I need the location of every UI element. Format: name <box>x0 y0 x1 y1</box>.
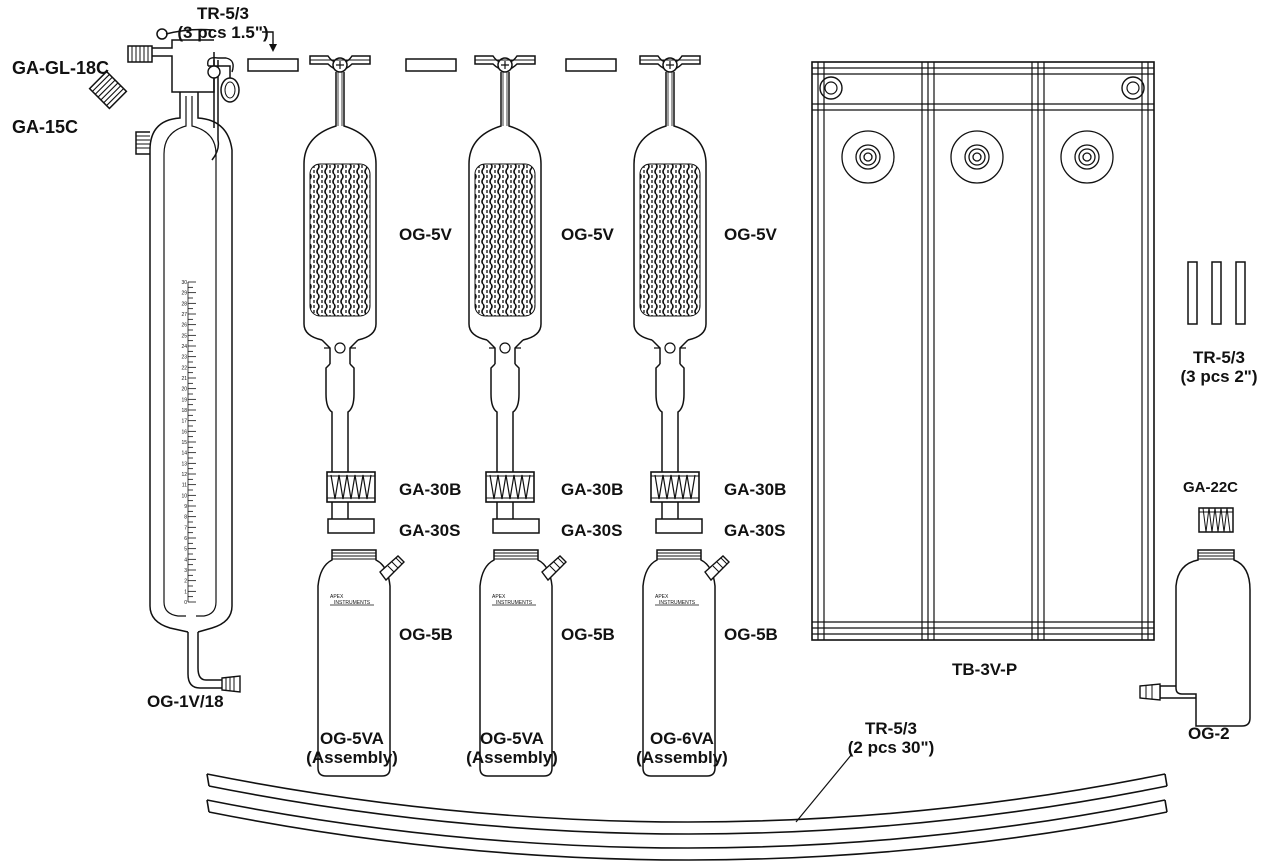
ga-gl-18c-label: GA-GL-18C <box>12 58 110 78</box>
assembly-note: (Assembly) <box>636 748 728 767</box>
og-2-bottle <box>1139 549 1251 727</box>
pointer-arrow <box>262 31 274 48</box>
og-5v-label: OG-5V <box>561 225 614 244</box>
ga-30s-label: GA-30S <box>561 521 623 540</box>
tr-30in-label: TR-5/3 (2 pcs 30") <box>836 719 946 757</box>
og-2-label: OG-2 <box>1188 724 1230 743</box>
scale-number: 12 <box>181 472 187 478</box>
logo-text: INSTRUMENTS <box>334 600 371 606</box>
og-5v-impinger <box>633 55 707 527</box>
scale-number: 6 <box>184 536 187 542</box>
og-5v-label: OG-5V <box>724 225 777 244</box>
scale-number: 8 <box>184 515 187 521</box>
scale-number: 28 <box>181 301 187 307</box>
scale-number: 20 <box>181 387 187 393</box>
scale-number: 27 <box>181 312 187 318</box>
scale-number: 1 <box>184 589 187 595</box>
assembly-label: OG-5VA (Assembly) <box>292 729 412 767</box>
ga-30s-seal <box>492 518 540 534</box>
scale-number: 21 <box>181 376 187 382</box>
og-1v-18-label: OG-1V/18 <box>147 692 224 711</box>
logo-text: INSTRUMENTS <box>659 600 696 606</box>
logo-text: APEX <box>330 594 344 600</box>
og-5b-label: OG-5B <box>724 625 778 644</box>
scale-number: 30 <box>181 280 187 286</box>
tr-1-5-label: TR-5/3 (3 pcs 1.5") <box>168 4 278 42</box>
ga-22c-label: GA-22C <box>1183 479 1239 496</box>
ga-30b-label: GA-30B <box>724 480 787 499</box>
tubing-1-5in <box>247 58 617 72</box>
og-5v-label: OG-5V <box>399 225 452 244</box>
tr-30in-part: TR-5/3 <box>865 719 917 738</box>
tr-30in-qty: (2 pcs 30") <box>847 738 935 757</box>
ga-30s-label: GA-30S <box>724 521 786 540</box>
scale-number: 4 <box>184 557 187 563</box>
buret-scale: 0123456789101112131415161718192021222324… <box>181 280 196 606</box>
assembly-note: (Assembly) <box>466 748 558 767</box>
assembly-part: OG-5VA <box>320 729 384 748</box>
ga-30s-label: GA-30S <box>399 521 461 540</box>
scale-number: 14 <box>181 451 187 457</box>
scale-number: 25 <box>181 333 187 339</box>
logo-text: INSTRUMENTS <box>496 600 533 606</box>
ga-30s-seal <box>327 518 375 534</box>
ga-15c-label: GA-15C <box>12 117 79 137</box>
scale-number: 15 <box>181 440 187 446</box>
tr-2in-part: TR-5/3 <box>1193 348 1245 367</box>
ga-30b-cap <box>485 471 535 503</box>
logo-text: APEX <box>492 594 506 600</box>
tubing-30in <box>206 773 1168 861</box>
tb-3v-p-label: TB-3V-P <box>952 660 1018 679</box>
logo-text: APEX <box>655 594 669 600</box>
scale-number: 24 <box>181 344 187 350</box>
tb-3v-p-frame <box>811 61 1155 641</box>
og-5b-label: OG-5B <box>561 625 615 644</box>
scale-number: 2 <box>184 579 187 585</box>
scale-number: 9 <box>184 504 187 510</box>
ga-30b-label: GA-30B <box>399 480 462 499</box>
scale-number: 3 <box>184 568 187 574</box>
tr-2in-label: TR-5/3 (3 pcs 2") <box>1166 348 1272 386</box>
scale-number: 5 <box>184 547 187 553</box>
tr-1-5-qty: (3 pcs 1.5") <box>177 23 269 42</box>
scale-number: 19 <box>181 397 187 403</box>
scale-number: 0 <box>184 600 187 606</box>
assembly-note: (Assembly) <box>306 748 398 767</box>
tubing-2in <box>1187 261 1246 325</box>
ga-30b-label: GA-30B <box>561 480 624 499</box>
ga-30s-seal <box>655 518 703 534</box>
ga-30b-cap <box>650 471 700 503</box>
scale-number: 16 <box>181 429 187 435</box>
ga-30b-cap <box>326 471 376 503</box>
assembly-part: OG-6VA <box>650 729 714 748</box>
scale-number: 10 <box>181 493 187 499</box>
scale-number: 23 <box>181 355 187 361</box>
scale-number: 26 <box>181 323 187 329</box>
scale-number: 17 <box>181 419 187 425</box>
scale-number: 29 <box>181 291 187 297</box>
scale-number: 13 <box>181 461 187 467</box>
ga-15c-cap <box>88 70 128 110</box>
leader-line <box>795 753 853 823</box>
ga-22c-cap <box>1198 507 1234 533</box>
og-5v-impinger <box>303 55 377 527</box>
og-1v-18-buret: 0123456789101112131415161718192021222324… <box>127 28 241 693</box>
scale-number: 7 <box>184 525 187 531</box>
tr-2in-qty: (3 pcs 2") <box>1180 367 1258 386</box>
assembly-part: OG-5VA <box>480 729 544 748</box>
tr-1-5-part: TR-5/3 <box>197 4 249 23</box>
scale-number: 18 <box>181 408 187 414</box>
assembly-label: OG-6VA (Assembly) <box>622 729 742 767</box>
scale-number: 11 <box>182 483 187 489</box>
og-5b-label: OG-5B <box>399 625 453 644</box>
scale-number: 22 <box>181 365 187 371</box>
assembly-label: OG-5VA (Assembly) <box>452 729 572 767</box>
og-5v-impinger <box>468 55 542 527</box>
